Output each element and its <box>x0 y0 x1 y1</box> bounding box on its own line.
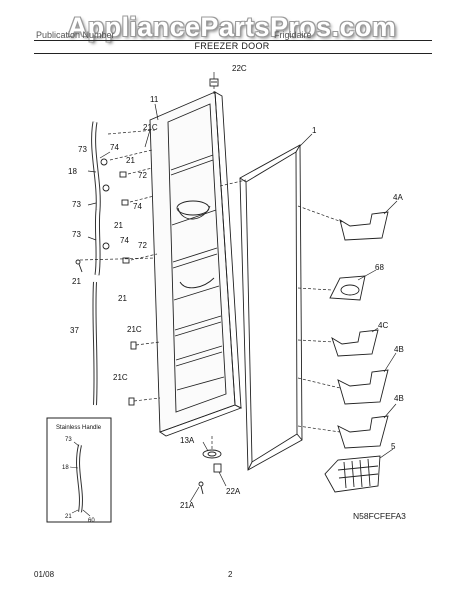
callout-21C-low: 21C <box>113 373 128 382</box>
callout-21-c: 21 <box>72 277 81 286</box>
callout-73-b: 73 <box>72 200 81 209</box>
header-rule-bottom <box>34 53 432 54</box>
page-title: FREEZER DOOR <box>194 41 270 51</box>
callout-73-c: 73 <box>72 230 81 239</box>
callout-21-a: 21 <box>126 156 135 165</box>
callout-68: 68 <box>375 263 384 272</box>
handle <box>91 121 130 276</box>
callout-5: 5 <box>391 442 396 451</box>
callout-4B-upper: 4B <box>394 345 404 354</box>
page-number: 2 <box>228 570 233 579</box>
trim-strip <box>92 281 98 406</box>
callout-74-a: 74 <box>110 143 119 152</box>
egg-tray-68 <box>329 275 366 301</box>
screws <box>75 259 137 406</box>
callout-72-b: 72 <box>138 241 147 250</box>
callout-21C-mid: 21C <box>127 325 142 334</box>
door-gasket <box>239 144 303 471</box>
door-bin-4B-upper <box>337 369 389 405</box>
door-bin-4A <box>339 211 389 241</box>
door-bin-4C <box>331 329 379 357</box>
callout-leaders <box>87 72 398 503</box>
inset-callout-73: 73 <box>65 437 72 443</box>
hinge-parts <box>198 449 222 495</box>
callout-21C-top: 21C <box>143 123 158 132</box>
callout-22A: 22A <box>226 487 241 496</box>
callout-11: 11 <box>150 95 159 104</box>
inset-callout-18: 18 <box>62 465 69 471</box>
callout-18: 18 <box>68 167 77 176</box>
door-panel <box>149 78 243 437</box>
leader-dashes <box>79 86 343 450</box>
callout-22C: 22C <box>232 64 247 73</box>
callout-37: 37 <box>70 326 79 335</box>
callout-21-b: 21 <box>114 221 123 230</box>
door-bin-4B-lower <box>337 415 389 449</box>
brand-label: Frigidaire <box>274 30 312 40</box>
diagram-code: N58FCFEFA3 <box>353 511 406 521</box>
stainless-handle-inset <box>46 417 112 523</box>
header-rule-top <box>34 40 432 41</box>
watermark: AppliancePartsPros.com <box>67 12 397 42</box>
footer-date: 01/08 <box>34 570 55 579</box>
inset-title: Stainless Handle <box>56 425 102 431</box>
publication-label: Publication Number <box>36 30 115 40</box>
callout-13A: 13A <box>180 436 195 445</box>
callout-1: 1 <box>312 126 317 135</box>
callout-4A: 4A <box>393 193 403 202</box>
callout-73-a: 73 <box>78 145 87 154</box>
ice-bucket-5 <box>324 455 381 493</box>
callout-74-b: 74 <box>133 202 142 211</box>
callout-21A: 21A <box>180 501 195 510</box>
inset-callout-60: 60 <box>88 518 95 524</box>
inset-callout-21: 21 <box>65 514 72 520</box>
callout-4C: 4C <box>378 321 388 330</box>
callout-4B-lower: 4B <box>394 394 404 403</box>
callout-74-c: 74 <box>120 236 129 245</box>
callout-21-d: 21 <box>118 294 127 303</box>
callout-72-a: 72 <box>138 171 147 180</box>
